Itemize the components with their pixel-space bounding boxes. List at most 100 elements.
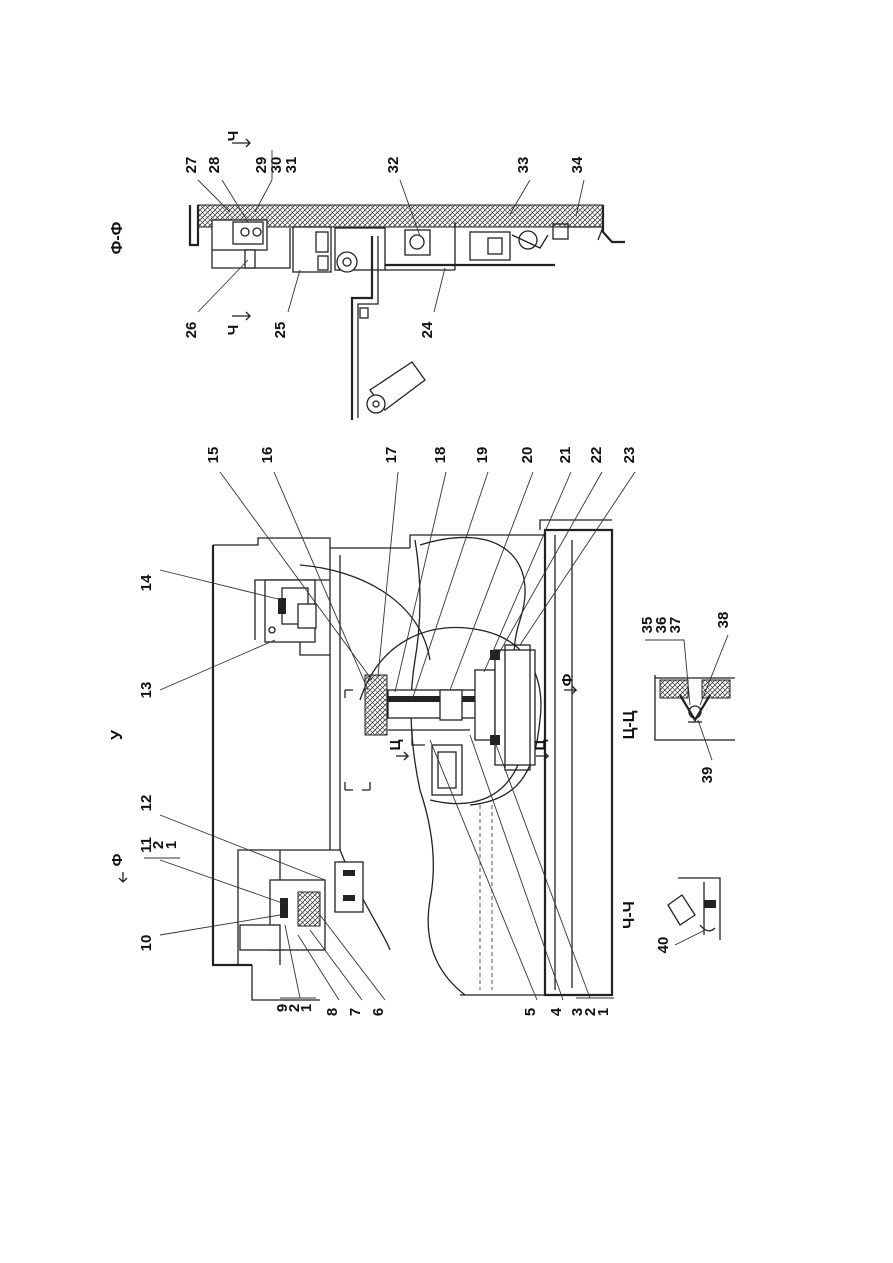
lower-mount-bolt bbox=[280, 898, 288, 918]
cut-arrow-f-right bbox=[564, 685, 578, 695]
callout-7: 7 bbox=[347, 1008, 364, 1016]
callout-40-leader bbox=[674, 929, 706, 946]
latch-rod-housing bbox=[387, 689, 484, 719]
chch-frame bbox=[678, 877, 721, 940]
callout-38: 38 bbox=[715, 612, 732, 629]
ff-top-leaders bbox=[197, 179, 585, 237]
callout-11-sub-1: 1 bbox=[163, 841, 180, 849]
callout-15: 15 bbox=[205, 447, 222, 464]
callout-37: 37 bbox=[667, 617, 684, 634]
callout-34: 34 bbox=[569, 156, 586, 173]
section-ff-view: Ф-Ф Ч Ч 27 28 29 30 31 32 33 34 26 25 24 bbox=[109, 131, 625, 420]
chch-bolt bbox=[704, 900, 716, 908]
ff-bolt-head-2 bbox=[252, 227, 262, 237]
latch-roller bbox=[437, 751, 457, 789]
frame-lower-box bbox=[237, 849, 330, 965]
tsts-hatch-right bbox=[701, 679, 731, 699]
ff-handle-rod bbox=[350, 236, 374, 420]
callout-12: 12 bbox=[138, 795, 155, 812]
upper-mount-nut bbox=[297, 603, 317, 629]
ff-handle-pivot-inner bbox=[372, 400, 380, 408]
latch-bolt-top bbox=[490, 650, 500, 660]
cut-mark-f-left: Ф bbox=[109, 853, 126, 866]
callout-3: 3 bbox=[569, 1008, 586, 1016]
callout-39: 39 bbox=[699, 767, 716, 784]
ff-left-flange bbox=[188, 205, 200, 247]
section-tsts-view: Ц-Ц 35 36 37 38 39 bbox=[621, 612, 735, 784]
section-chch-view: Ч-Ч 40 bbox=[621, 877, 721, 953]
upper-mount-bolt bbox=[278, 598, 286, 614]
callout-22: 22 bbox=[588, 447, 605, 464]
main-bottom-right-leaders bbox=[429, 734, 591, 1001]
main-view-title: У bbox=[109, 729, 126, 740]
callout-35: 35 bbox=[639, 617, 656, 634]
lower-mount-nut-2 bbox=[343, 895, 355, 901]
ff-handle-stop bbox=[359, 307, 369, 319]
latch-frame-22 bbox=[494, 649, 536, 766]
callout-10: 10 bbox=[138, 935, 155, 952]
tsts-hatch-left bbox=[659, 679, 689, 699]
callout-32: 32 bbox=[385, 157, 402, 174]
lower-mount-hatched bbox=[297, 891, 321, 927]
chch-hook bbox=[699, 924, 716, 932]
callout-11: 11 bbox=[138, 837, 155, 853]
cut-arrow-f-left bbox=[118, 872, 128, 883]
latch-rod bbox=[388, 696, 483, 702]
ff-latch-arm bbox=[511, 234, 549, 249]
latch-spring-block bbox=[439, 689, 463, 721]
tsts-frame bbox=[654, 675, 735, 741]
callout-8: 8 bbox=[324, 1008, 341, 1016]
callout-19: 19 bbox=[474, 447, 491, 464]
callout-11-sub-2: 2 bbox=[150, 841, 167, 849]
callout-25: 25 bbox=[272, 322, 289, 339]
callout-14: 14 bbox=[138, 574, 155, 591]
section-chch-title: Ч-Ч bbox=[621, 901, 638, 929]
callout-13: 13 bbox=[138, 682, 155, 699]
frame-bottom-left bbox=[251, 965, 320, 1001]
latch-lever bbox=[388, 729, 470, 746]
callout-31: 31 bbox=[283, 157, 300, 174]
cut-mark-f-right: Ф bbox=[559, 673, 576, 686]
cut-mark-ch-bottom: Ч bbox=[225, 325, 242, 336]
callout-3-sub-1: 1 bbox=[595, 1008, 612, 1016]
callout-3-sub-2: 2 bbox=[582, 1008, 599, 1016]
ff-block-33-inner bbox=[487, 237, 503, 255]
upper-mount-lip bbox=[299, 642, 330, 656]
cut-arrow-ts-right bbox=[536, 751, 550, 761]
section-tsts-title: Ц-Ц bbox=[621, 710, 638, 739]
ff-block-33 bbox=[469, 231, 511, 261]
callout-36: 36 bbox=[653, 617, 670, 634]
callout-39-leader bbox=[697, 719, 713, 761]
latch-bolt-bottom bbox=[490, 735, 500, 745]
callout-6: 6 bbox=[370, 1008, 387, 1016]
ff-slot-block bbox=[404, 229, 431, 256]
ff-nut bbox=[244, 249, 256, 269]
lower-mount-nut-1 bbox=[343, 870, 355, 876]
ff-bottom-leaders bbox=[197, 259, 446, 313]
view-corner-marks bbox=[344, 689, 371, 791]
callout-21: 21 bbox=[557, 447, 574, 464]
callout-18: 18 bbox=[432, 447, 449, 464]
callout-16: 16 bbox=[259, 447, 276, 464]
cut-mark-ch-top: Ч bbox=[225, 131, 242, 142]
main-view-u: У bbox=[109, 447, 638, 1017]
callout-24: 24 bbox=[419, 321, 436, 338]
ff-hinge-pin bbox=[336, 251, 358, 273]
main-top-leaders bbox=[219, 471, 636, 701]
callout-38-leader bbox=[699, 634, 729, 706]
latch-roller-housing bbox=[431, 744, 463, 796]
ff-handle-pivot bbox=[366, 394, 386, 414]
tsts-clip-pin bbox=[688, 705, 702, 719]
main-bottom-left-leaders bbox=[284, 914, 386, 1001]
lower-mount-bracket bbox=[334, 861, 364, 913]
main-left-leaders bbox=[159, 569, 326, 936]
ff-bolt-head bbox=[240, 227, 250, 237]
ff-block-25-inner bbox=[315, 231, 329, 253]
break-line-1 bbox=[410, 539, 466, 996]
callout-9-sub-1: 1 bbox=[298, 1004, 315, 1012]
latch-block-17 bbox=[364, 674, 388, 736]
frame-top-edge bbox=[213, 537, 410, 549]
callout-27: 27 bbox=[183, 157, 200, 174]
